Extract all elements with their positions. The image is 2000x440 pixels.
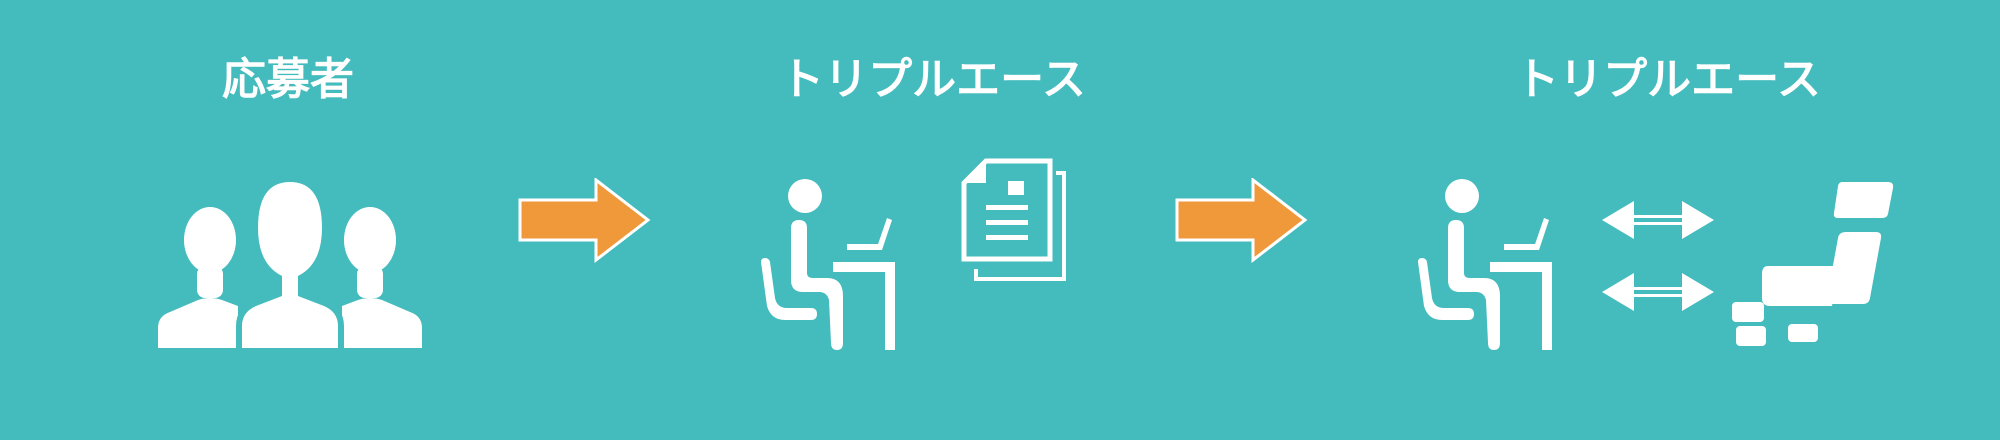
step-1-title: 応募者	[222, 54, 354, 105]
step-3-title: トリプルエース	[1515, 54, 1821, 105]
person-at-desk-icon	[761, 179, 895, 350]
people-group-icon	[158, 176, 422, 354]
interview-chair-icon	[1732, 182, 1894, 346]
person-at-desk-icon	[1418, 179, 1552, 350]
arrow-right-icon	[518, 178, 651, 263]
step-2-title: トリプルエース	[780, 54, 1086, 105]
exchange-arrows-icon	[1602, 201, 1714, 311]
documents-icon	[961, 158, 1066, 281]
arrow-right-icon	[1175, 178, 1308, 263]
